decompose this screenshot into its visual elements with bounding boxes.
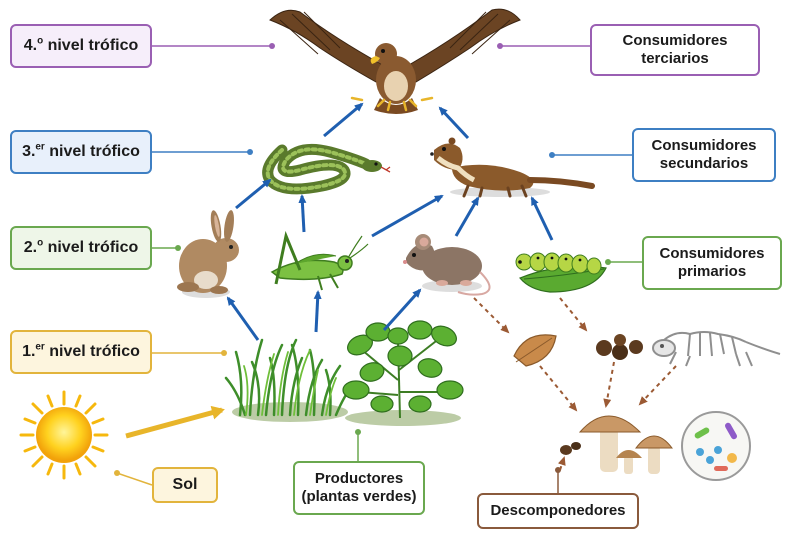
snake-icon	[262, 143, 391, 195]
flow-arrows	[226, 102, 554, 341]
producers-label: Productores (plantas verdes)	[293, 461, 425, 515]
rabbit-icon	[177, 210, 239, 298]
level-4-text: 4.o nivel trófico	[23, 36, 139, 55]
plant-icon	[342, 320, 464, 426]
level-3-label: 3.er nivel trófico	[10, 130, 152, 174]
level-2-text: 2.o nivel trófico	[23, 238, 139, 257]
producers-line-1: Productores	[314, 470, 404, 487]
decomposers-text: Descomponedores	[490, 502, 626, 519]
energy-arrow	[125, 405, 225, 439]
skeleton-icon	[652, 331, 781, 367]
sun-icon	[19, 390, 109, 480]
eagle-icon	[269, 8, 521, 114]
primary-line-2: primarios	[677, 263, 747, 280]
leaf-icon	[513, 334, 557, 367]
primary-line-1: Consumidores	[659, 245, 765, 262]
grasshopper-icon	[270, 230, 369, 291]
primary-consumers-label: Consumidores primarios	[642, 236, 782, 290]
connector-lines	[114, 43, 642, 493]
secondary-line-2: secundarios	[659, 155, 749, 172]
mushroom-icon	[560, 415, 674, 474]
level-1-text: 1.er nivel trófico	[22, 342, 140, 361]
tertiary-line-1: Consumidores	[622, 32, 728, 49]
decomposition-arrows	[473, 297, 677, 471]
level-4-label: 4.o nivel trófico	[10, 24, 152, 68]
caterpillar-icon	[515, 252, 607, 293]
grass-icon	[224, 338, 354, 422]
producers-line-2: (plantas verdes)	[301, 488, 417, 505]
weasel-icon	[430, 137, 595, 198]
level-2-label: 2.o nivel trófico	[10, 226, 152, 270]
decomposers-label: Descomponedores	[477, 493, 639, 529]
level-3-text: 3.er nivel trófico	[22, 142, 140, 161]
level-1-label: 1.er nivel trófico	[10, 330, 152, 374]
feces-icon	[596, 334, 643, 360]
secondary-consumers-label: Consumidores secundarios	[632, 128, 776, 182]
secondary-line-1: Consumidores	[651, 137, 757, 154]
sun-label-text: Sol	[172, 476, 198, 494]
bacteria-icon	[681, 411, 751, 481]
sun-label: Sol	[152, 467, 218, 503]
tertiary-line-2: terciarios	[641, 50, 709, 67]
mouse-icon	[403, 234, 491, 296]
tertiary-consumers-label: Consumidores terciarios	[590, 24, 760, 76]
